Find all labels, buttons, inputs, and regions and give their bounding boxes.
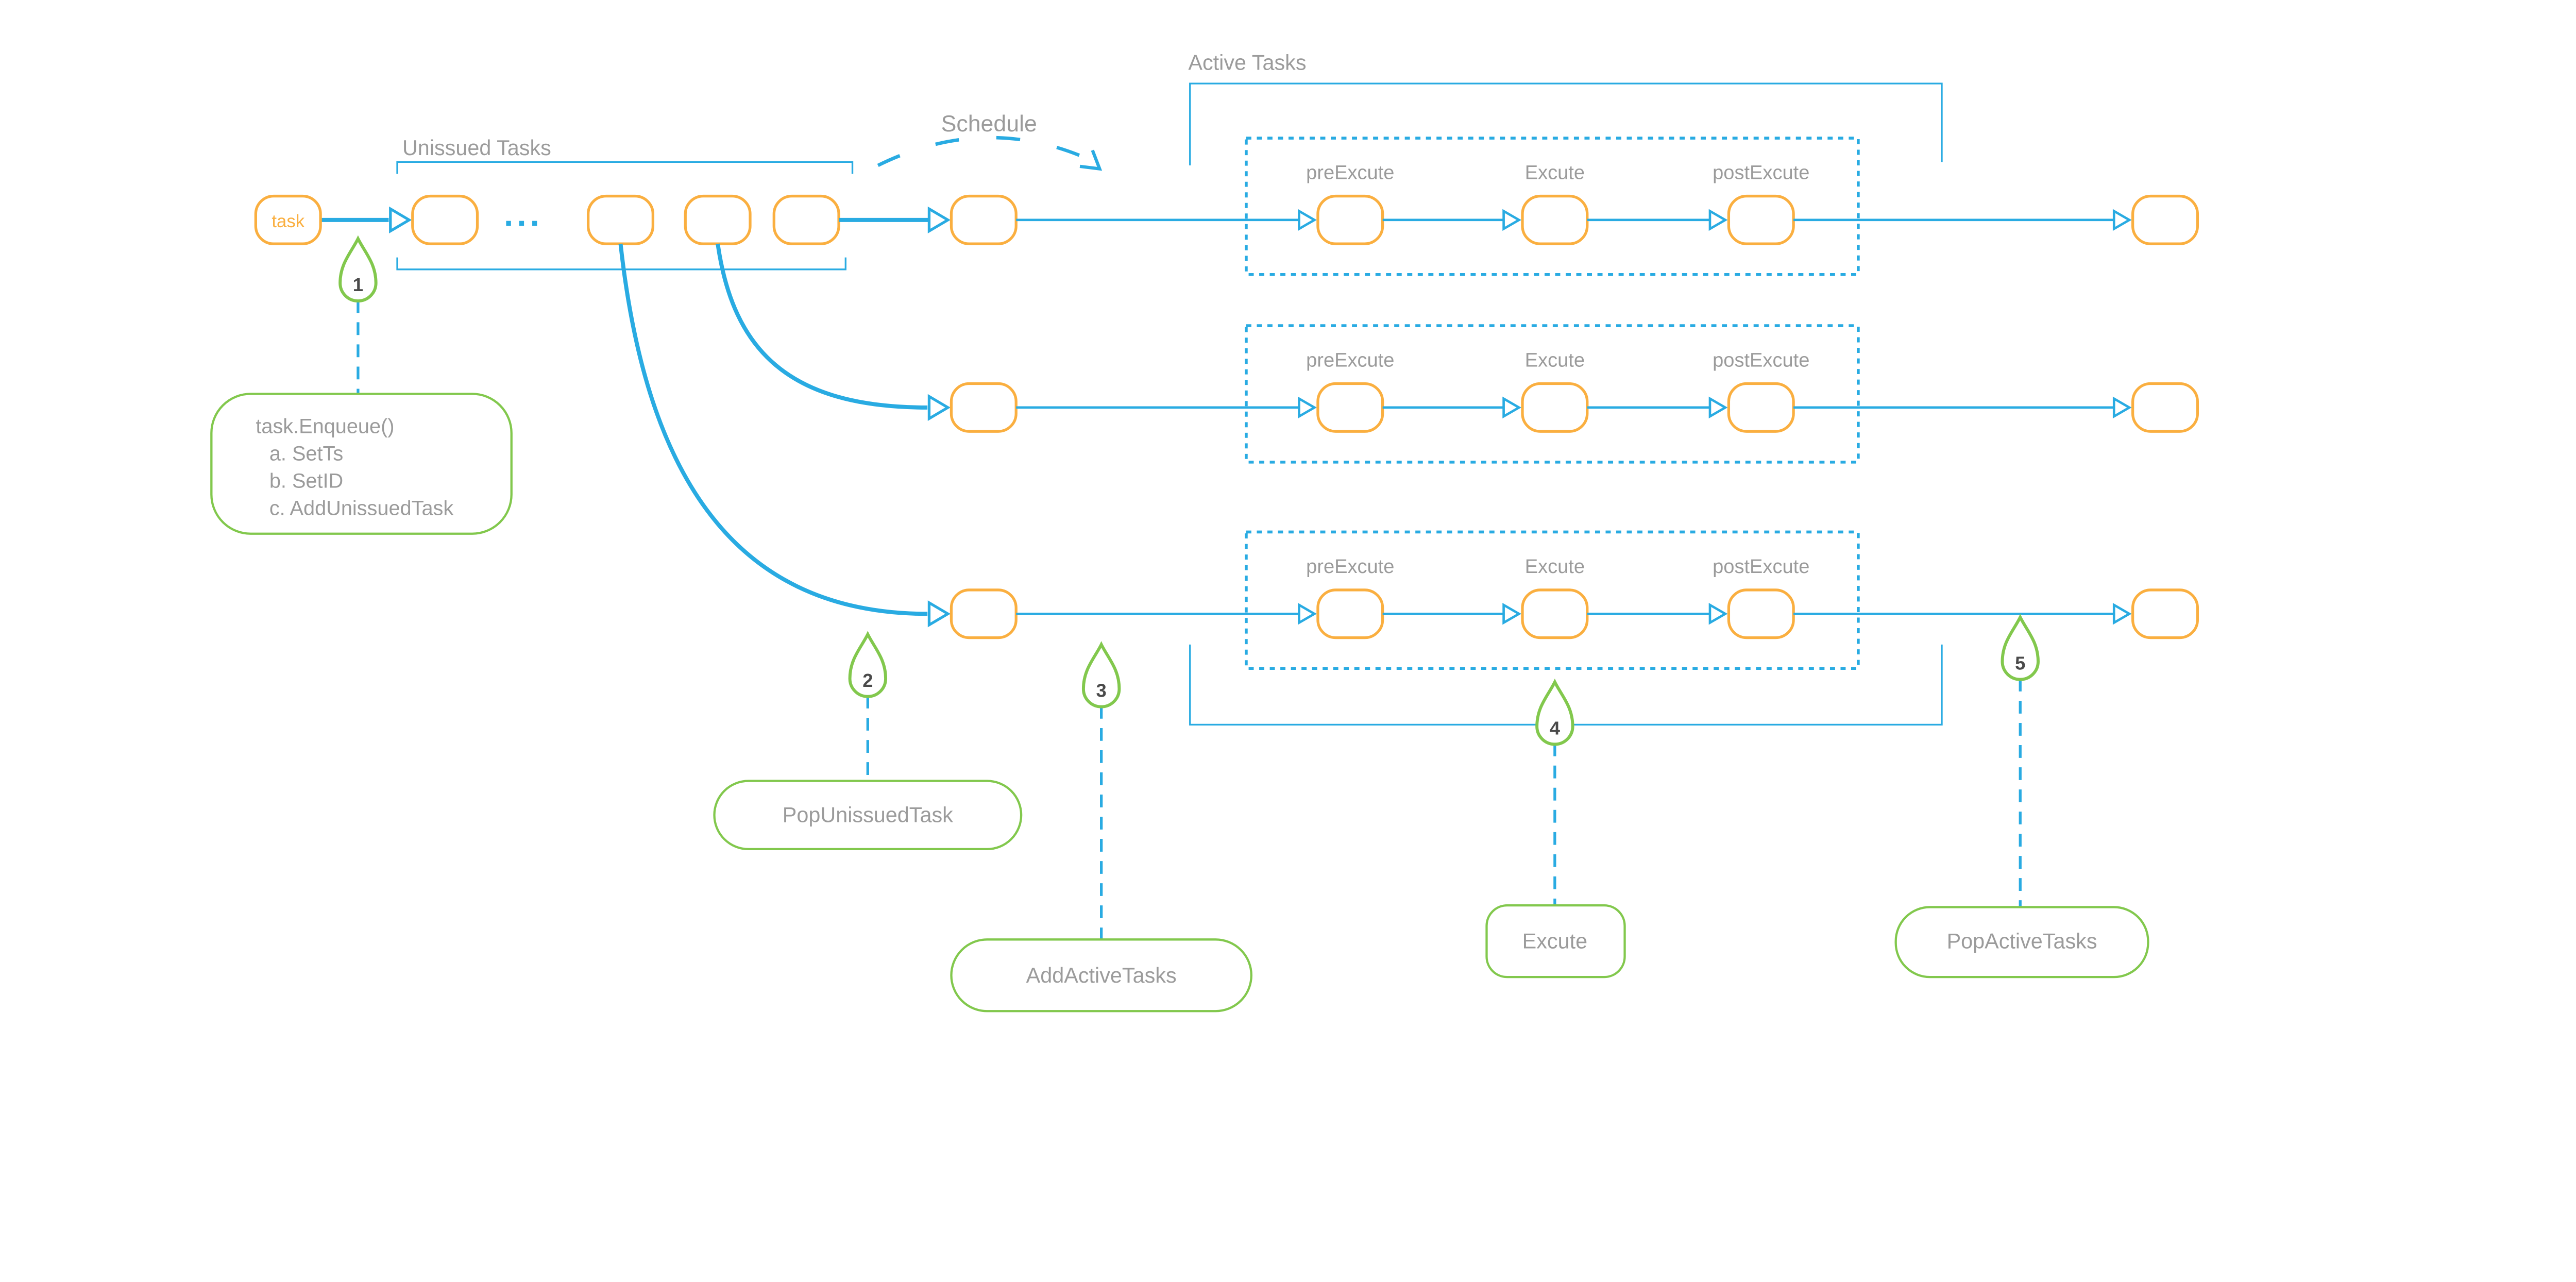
marker-4-label-box bbox=[1485, 904, 1626, 979]
task-scheduler-diagram: Unissued Tasks task ··· Schedule Active … bbox=[210, 50, 2199, 1013]
excute-node bbox=[1521, 382, 1589, 433]
task-node-label: task bbox=[272, 212, 304, 231]
marker-3-label: AddActiveTasks bbox=[1026, 964, 1177, 987]
phase-label-postexcute: postExcute bbox=[1713, 349, 1809, 371]
active-task-lane-box bbox=[1245, 324, 1860, 464]
marker-1-line: c. AddUnissuedTask bbox=[269, 497, 454, 519]
marker-3-number: 3 bbox=[1096, 680, 1107, 701]
queue-ellipsis: ··· bbox=[504, 204, 543, 242]
marker-1-line: task.Enqueue() bbox=[256, 415, 394, 438]
unissued-tasks-section: Unissued Tasks task ··· bbox=[254, 136, 947, 271]
marker-4-label: Excute bbox=[1522, 930, 1587, 953]
marker-2-label: PopUnissuedTask bbox=[783, 803, 953, 827]
queue-node bbox=[586, 194, 655, 245]
marker-5-number: 5 bbox=[2015, 653, 2025, 674]
arrow-head-icon bbox=[929, 209, 947, 231]
excute-node bbox=[1521, 194, 1589, 245]
excute-node bbox=[1521, 588, 1589, 639]
marker-4: 4 Excute bbox=[1485, 682, 1626, 979]
marker-2-number: 2 bbox=[862, 670, 873, 691]
postexcute-node bbox=[1727, 194, 1795, 245]
marker-1-line: a. SetTs bbox=[269, 442, 343, 465]
active-task-lane-box bbox=[1245, 530, 1860, 670]
unissued-tasks-label: Unissued Tasks bbox=[402, 136, 551, 160]
marker-1-line: b. SetID bbox=[269, 469, 343, 492]
unissued-bracket-top bbox=[396, 161, 854, 174]
preexcute-node bbox=[1316, 588, 1384, 639]
active-task-lane-box bbox=[1245, 137, 1860, 276]
queue-node bbox=[411, 194, 479, 245]
done-node bbox=[2131, 382, 2199, 433]
arrow-head-icon bbox=[2114, 605, 2129, 622]
marker-2: 2 PopUnissuedTask bbox=[713, 634, 1023, 851]
arrow-head-icon bbox=[1504, 211, 1519, 229]
worker-row-1: preExcute Excute postExcute bbox=[950, 137, 2199, 276]
pop-curve-to-worker3 bbox=[618, 243, 928, 616]
arrow-head-icon bbox=[391, 209, 409, 231]
schedule-annotation: Schedule bbox=[877, 111, 1103, 171]
marker-3-label-box bbox=[950, 938, 1253, 1013]
task-node bbox=[254, 194, 322, 245]
arrow-head-icon bbox=[1299, 211, 1315, 229]
phase-label-excute: Excute bbox=[1525, 556, 1585, 578]
marker-5-label-box bbox=[1894, 906, 2149, 979]
pop-curve-to-worker2 bbox=[716, 243, 928, 410]
schedule-label: Schedule bbox=[941, 111, 1037, 137]
arrow-head-icon bbox=[2114, 399, 2129, 416]
marker-3: 3 AddActiveTasks bbox=[950, 645, 1253, 1013]
active-tasks-label: Active Tasks bbox=[1188, 51, 1306, 75]
postexcute-node bbox=[1727, 588, 1795, 639]
arrow-head-icon bbox=[1710, 605, 1725, 622]
phase-label-preexcute: preExcute bbox=[1306, 162, 1394, 183]
phase-label-preexcute: preExcute bbox=[1306, 349, 1394, 371]
schedule-arrow-head-icon bbox=[1079, 149, 1103, 171]
phase-label-preexcute: preExcute bbox=[1306, 556, 1394, 578]
scheduled-node bbox=[950, 194, 1018, 245]
phase-label-postexcute: postExcute bbox=[1713, 162, 1809, 183]
preexcute-node bbox=[1316, 194, 1384, 245]
worker-row-2: preExcute Excute postExcute bbox=[716, 243, 2199, 464]
phase-label-excute: Excute bbox=[1525, 349, 1585, 371]
marker-2-label-box bbox=[713, 780, 1023, 851]
done-node bbox=[2131, 588, 2199, 639]
queue-node bbox=[772, 194, 840, 245]
queue-node bbox=[684, 194, 752, 245]
worker-row-3: preExcute Excute postExcute bbox=[618, 243, 2199, 670]
arrow-head-icon bbox=[1299, 399, 1315, 416]
schedule-arc bbox=[877, 136, 1092, 167]
arrow-head-icon bbox=[1710, 211, 1725, 229]
arrow-head-icon bbox=[1504, 399, 1519, 416]
marker-4-number: 4 bbox=[1550, 717, 1561, 738]
phase-label-excute: Excute bbox=[1525, 162, 1585, 183]
scheduled-node bbox=[950, 588, 1018, 639]
phase-label-postexcute: postExcute bbox=[1713, 556, 1809, 578]
arrow-head-icon bbox=[929, 396, 947, 418]
preexcute-node bbox=[1316, 382, 1384, 433]
arrow-head-icon bbox=[1299, 605, 1315, 622]
marker-5-label: PopActiveTasks bbox=[1947, 930, 2097, 953]
arrow-head-icon bbox=[2114, 211, 2129, 229]
arrow-head-icon bbox=[1504, 605, 1519, 622]
arrow-head-icon bbox=[1710, 399, 1725, 416]
done-node bbox=[2131, 194, 2199, 245]
marker-1-label-box bbox=[210, 393, 513, 535]
arrow-head-icon bbox=[929, 603, 947, 625]
marker-5: 5 PopActiveTasks bbox=[1894, 617, 2149, 979]
marker-1: 1 task.Enqueue() a. SetTs b. SetID c. Ad… bbox=[210, 239, 513, 535]
scheduled-node bbox=[950, 382, 1018, 433]
unissued-bracket-bottom bbox=[396, 257, 846, 271]
marker-1-number: 1 bbox=[353, 274, 363, 295]
postexcute-node bbox=[1727, 382, 1795, 433]
active-tasks-bracket-top bbox=[1189, 82, 1943, 165]
